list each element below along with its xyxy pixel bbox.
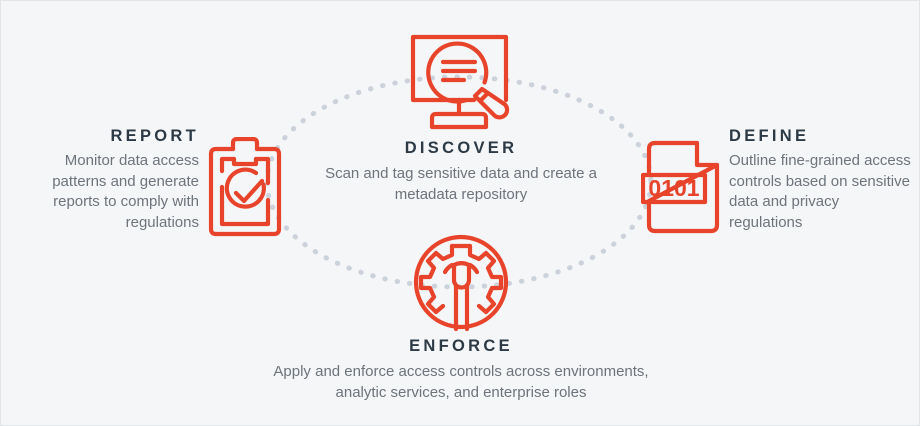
- report-description: Monitor data access patterns and generat…: [52, 152, 199, 231]
- node-enforce[interactable]: ENFORCE Apply and enforce access control…: [261, 233, 661, 403]
- discover-title: DISCOVER: [404, 139, 518, 157]
- define-icon-label: 0101: [648, 175, 699, 201]
- enforce-description: Apply and enforce access controls across…: [273, 363, 649, 401]
- report-text-block: REPORT Monitor data access patterns and …: [13, 127, 203, 233]
- file-binary-0101-icon: 0101: [641, 140, 720, 234]
- enforce-icon-wrap: [261, 233, 661, 335]
- report-title: REPORT: [110, 127, 199, 145]
- node-discover[interactable]: DISCOVER Scan and tag sensitive data and…: [301, 29, 621, 205]
- define-description: Outline fine-grained access controls bas…: [729, 152, 911, 231]
- define-title: DEFINE: [729, 127, 810, 145]
- discover-icon-wrap: [301, 29, 621, 135]
- discover-description: Scan and tag sensitive data and create a…: [325, 165, 597, 203]
- node-define[interactable]: 0101 DEFINE Outline fine-grained access …: [637, 127, 912, 235]
- report-icon-wrap: [203, 127, 291, 239]
- monitor-magnifier-icon: [410, 34, 510, 130]
- define-text-block: DEFINE Outline fine-grained access contr…: [729, 127, 912, 233]
- gear-wrench-icon: [413, 234, 509, 331]
- node-report[interactable]: REPORT Monitor data access patterns and …: [13, 127, 291, 239]
- clipboard-check-icon: [208, 137, 282, 237]
- enforce-title: ENFORCE: [409, 337, 513, 355]
- define-icon-wrap: 0101: [637, 127, 729, 235]
